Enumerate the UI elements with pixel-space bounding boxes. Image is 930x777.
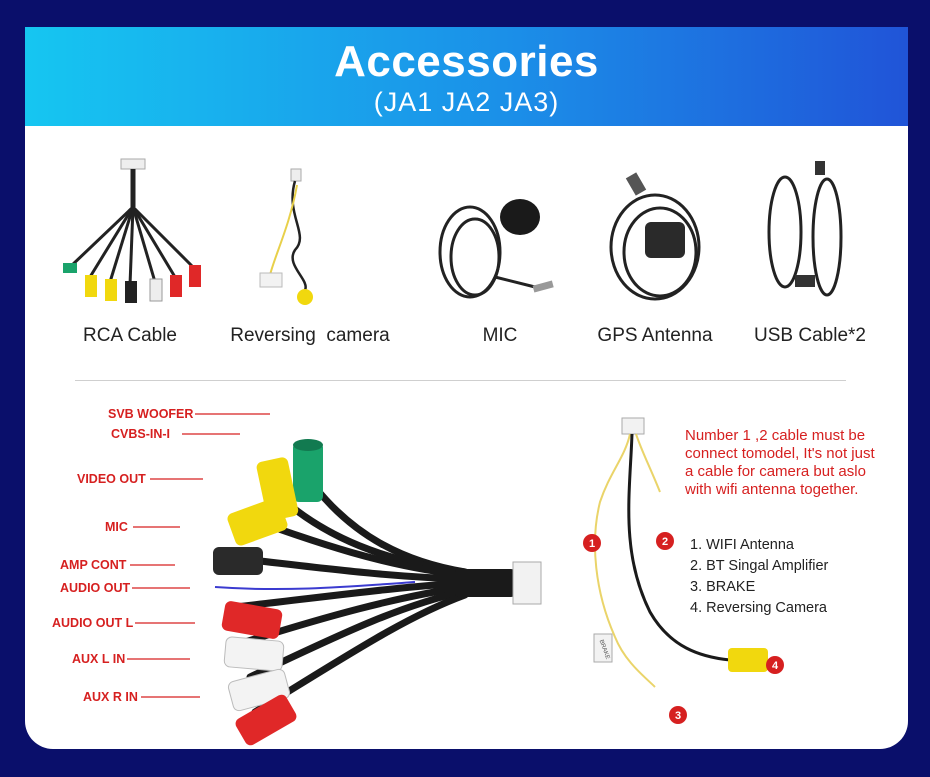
harness-label-amp-cont: AMP CONT: [60, 558, 127, 572]
mic-image: [438, 199, 554, 299]
camera-cable-list: 1. WIFI Antenna 2. BT Singal Amplifier 3…: [690, 535, 828, 619]
list-item: 3. BRAKE: [690, 579, 756, 595]
gps-antenna-image: [609, 172, 701, 301]
camera-cable-image: BRAKE 1 2 3 4: [583, 417, 784, 724]
rca-harness-image: [127, 413, 542, 746]
gps-antenna-label: GPS Antenna: [597, 325, 713, 346]
harness-label-aux-l-in: AUX L IN: [72, 652, 126, 666]
harness-label-video-out: VIDEO OUT: [77, 472, 146, 486]
accessories-card: Accessories (JA1 JA2 JA3): [25, 27, 908, 749]
harness-label-audio-out: AUDIO OUT: [60, 581, 131, 595]
reversing-camera-label: Reversing camera: [230, 325, 390, 346]
harness-label-mic: MIC: [105, 520, 128, 534]
list-item: 2. BT Singal Amplifier: [690, 558, 829, 574]
page-subtitle: (JA1 JA2 JA3): [373, 87, 560, 117]
usb-cable-label: USB Cable*2: [754, 325, 866, 346]
list-item: 1. WIFI Antenna: [690, 537, 794, 553]
usb-cable-image: [767, 161, 843, 297]
section-divider: [75, 380, 846, 381]
camera-cable-note: Number 1 ,2 cable must be connect tomode…: [685, 427, 875, 498]
marker-3: 3: [675, 710, 681, 722]
marker-4: 4: [772, 660, 779, 672]
harness-label-aux-r-in: AUX R IN: [83, 690, 138, 704]
rca-cable-image: [63, 158, 201, 303]
mic-label: MIC: [482, 325, 518, 346]
harness-label-cvbs-in: CVBS-IN-I: [111, 427, 171, 441]
header-banner: Accessories (JA1 JA2 JA3): [25, 27, 908, 126]
marker-1: 1: [589, 538, 595, 550]
harness-label-svb-woofer: SVB WOOFER: [108, 407, 194, 421]
rca-cable-label: RCA Cable: [83, 325, 177, 346]
marker-2: 2: [662, 536, 668, 548]
reversing-camera-cable-image: [259, 168, 313, 305]
harness-label-audio-out-l: AUDIO OUT L: [52, 616, 134, 630]
page-title: Accessories: [334, 37, 599, 86]
list-item: 4. Reversing Camera: [690, 600, 827, 616]
